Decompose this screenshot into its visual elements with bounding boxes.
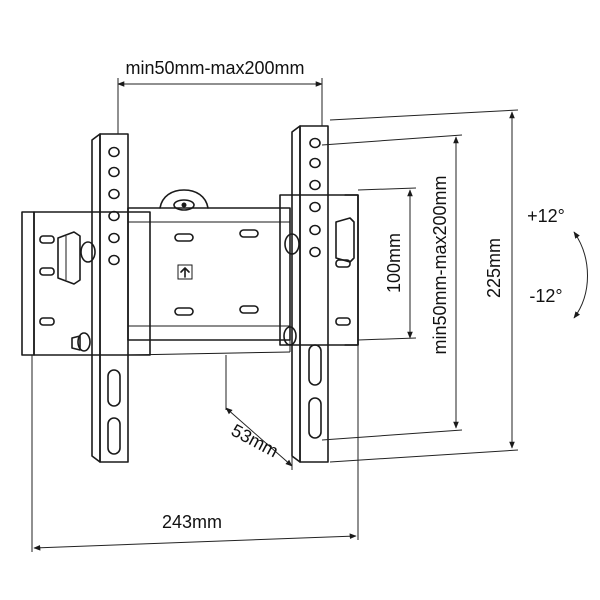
- left-knob: [57, 231, 96, 352]
- label-225: 225mm: [484, 238, 504, 298]
- level-handle: [159, 189, 209, 211]
- right-knob: [283, 217, 355, 346]
- dim-depth: [225, 355, 293, 470]
- dim-bottom-width: [31, 345, 359, 552]
- right-arm: [291, 125, 329, 463]
- label-tilt-down: -12°: [529, 286, 562, 306]
- dim-100: [357, 187, 417, 341]
- dim-top-width: [117, 78, 323, 134]
- label-100: 100mm: [384, 233, 404, 293]
- tilt-arc-icon: [573, 231, 588, 319]
- label-bottom-width: 243mm: [162, 512, 222, 532]
- label-min-max-vertical: min50mm-max200mm: [430, 175, 450, 354]
- label-top-width: min50mm-max200mm: [125, 58, 304, 78]
- dim-225: [329, 109, 519, 463]
- label-depth: 53mm: [228, 420, 282, 461]
- left-arm: [91, 133, 129, 463]
- label-tilt-up: +12°: [527, 206, 565, 226]
- wall-plate: [21, 194, 359, 356]
- arrow-up-icon: [177, 264, 193, 280]
- dim-min-max-vertical: [321, 134, 463, 441]
